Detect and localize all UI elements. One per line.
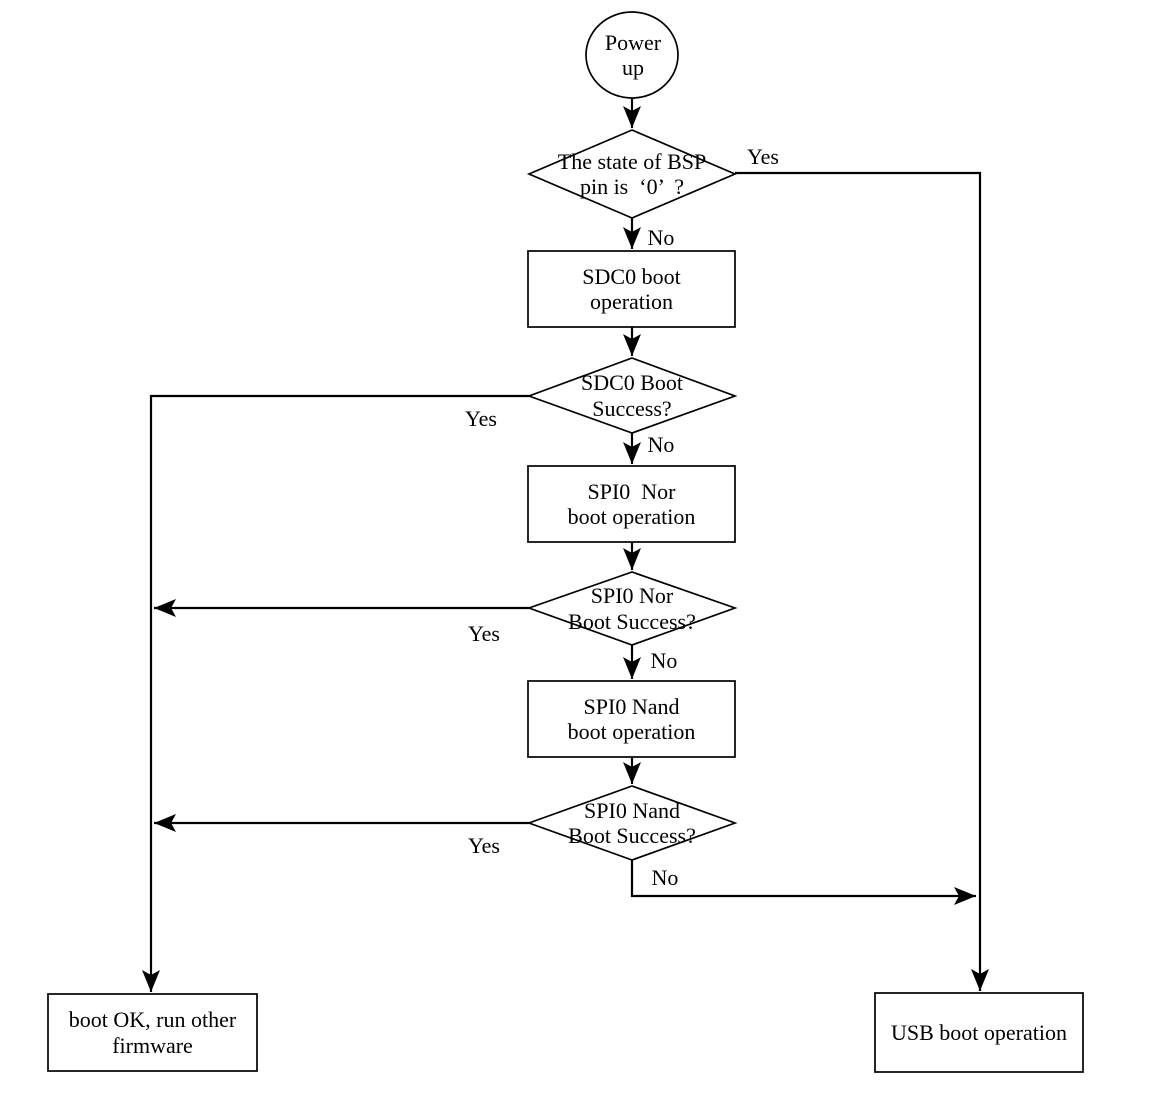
process-sdc0-boot-shape [527, 250, 736, 328]
flowchart-shapes [47, 11, 1084, 1073]
process-boot-ok-shape [47, 993, 258, 1072]
process-usb-boot-shape [874, 992, 1084, 1073]
edge-bsp-yes-to-usb [735, 171, 989, 991]
decision-sdc0-success-shape [526, 357, 738, 434]
decision-spi0-nand-success-shape [526, 785, 738, 861]
start-terminator-shape [585, 11, 679, 99]
flowchart-connectors [142, 98, 989, 992]
decision-spi0-nor-success-shape [526, 571, 738, 646]
decision-bsp-pin-shape [526, 129, 738, 219]
process-spi0-nor-boot-shape [527, 465, 736, 543]
process-spi0-nand-boot-shape [527, 680, 736, 758]
edge-spi0nand-no-to-right-line [630, 860, 976, 905]
edge-sdc0-yes-to-bootok [142, 394, 529, 992]
